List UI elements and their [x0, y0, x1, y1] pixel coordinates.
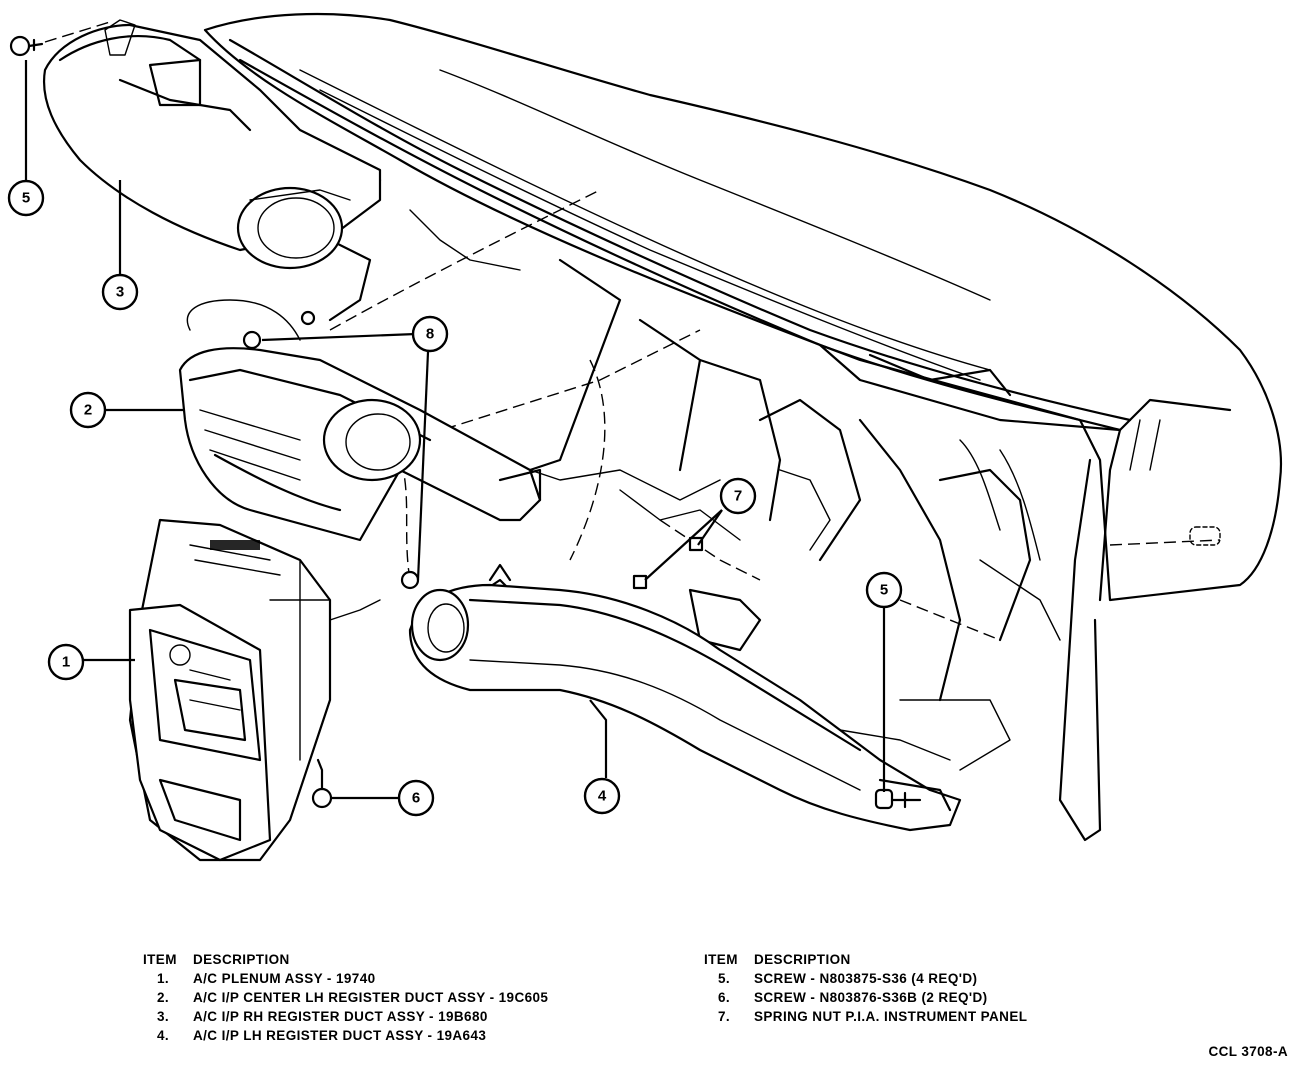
duct-assembly-diagram: 5 3 2 8 1 6 4 7 5: [7, 12, 1282, 862]
callout-label: 4: [598, 788, 607, 805]
callout-6: 6: [397, 779, 435, 817]
screw-5-right: [874, 788, 922, 810]
legend-row: 4. A/C I/P LH REGISTER DUCT ASSY - 19A64…: [143, 1026, 548, 1045]
center-lh-register-duct: [178, 299, 542, 542]
callout-5-right: 5: [865, 571, 903, 609]
callout-label: 1: [62, 654, 70, 671]
legend-row-number: 2.: [157, 990, 170, 1005]
callout-7: 7: [719, 477, 757, 515]
fasteners: [9, 21, 922, 810]
callout-label: 6: [412, 790, 420, 807]
legend-row: 3. A/C I/P RH REGISTER DUCT ASSY - 19B68…: [143, 1007, 548, 1026]
screw-top-left: [9, 21, 111, 57]
legend-description-header: DESCRIPTION: [754, 952, 851, 967]
legend-row-number: 7.: [718, 1009, 731, 1024]
screw-8b: [400, 570, 420, 590]
legend-row-number: 5.: [718, 971, 731, 986]
legend-row-number: 4.: [157, 1028, 170, 1043]
plenum-assy: [128, 518, 381, 862]
screw-8a: [242, 330, 262, 350]
callout-label: 5: [880, 582, 888, 599]
legend-item-header: ITEM: [704, 952, 738, 967]
legend-item-header: ITEM: [143, 952, 177, 967]
callout-4: 4: [583, 777, 621, 815]
legend-row: 5. SCREW - N803875-S36 (4 REQ'D): [704, 969, 1027, 988]
legend-header: ITEM DESCRIPTION: [704, 950, 1027, 969]
callout-label: 2: [84, 402, 92, 419]
legend-row: 1. A/C PLENUM ASSY - 19740: [143, 969, 548, 988]
legend-row-description: A/C I/P RH REGISTER DUCT ASSY - 19B680: [193, 1009, 488, 1024]
legend-description-header: DESCRIPTION: [193, 952, 290, 967]
legend-row-description: SPRING NUT P.I.A. INSTRUMENT PANEL: [754, 1009, 1028, 1024]
spring-nut-a: [632, 574, 648, 590]
legend-row-number: 6.: [718, 990, 731, 1005]
legend-row-description: SCREW - N803875-S36 (4 REQ'D): [754, 971, 978, 986]
instrument-panel: [203, 12, 1282, 842]
screw-6: [311, 758, 333, 809]
callout-2: 2: [69, 391, 107, 429]
legend-row-description: A/C I/P LH REGISTER DUCT ASSY - 19A643: [193, 1028, 487, 1043]
lh-register-duct: [408, 563, 962, 832]
figure-code: CCL 3708-A: [1208, 1044, 1288, 1059]
callout-8: 8: [411, 315, 449, 353]
legend-row: 7. SPRING NUT P.I.A. INSTRUMENT PANEL: [704, 1007, 1027, 1026]
callout-3: 3: [101, 273, 139, 311]
legend-header: ITEM DESCRIPTION: [143, 950, 548, 969]
callout-label: 8: [426, 326, 434, 343]
callout-label: 7: [734, 488, 742, 505]
callout-5-top: 5: [7, 179, 45, 217]
legend-right: ITEM DESCRIPTION 5. SCREW - N803875-S36 …: [704, 950, 1027, 1026]
legend-row: 2. A/C I/P CENTER LH REGISTER DUCT ASSY …: [143, 988, 548, 1007]
spring-nut-b: [688, 536, 704, 552]
callout-label: 5: [22, 190, 30, 207]
legend-row-number: 3.: [157, 1009, 170, 1024]
legend-row-number: 1.: [157, 971, 170, 986]
rh-register-duct: [43, 19, 382, 270]
legend-row: 6. SCREW - N803876-S36B (2 REQ'D): [704, 988, 1027, 1007]
legend-row-description: A/C PLENUM ASSY - 19740: [193, 971, 376, 986]
callout-1: 1: [47, 643, 85, 681]
legend-row-description: A/C I/P CENTER LH REGISTER DUCT ASSY - 1…: [193, 990, 549, 1005]
callout-label: 3: [116, 284, 124, 301]
legend-row-description: SCREW - N803876-S36B (2 REQ'D): [754, 990, 988, 1005]
leader-lines: [24, 60, 886, 800]
legend-left: ITEM DESCRIPTION 1. A/C PLENUM ASSY - 19…: [143, 950, 548, 1045]
